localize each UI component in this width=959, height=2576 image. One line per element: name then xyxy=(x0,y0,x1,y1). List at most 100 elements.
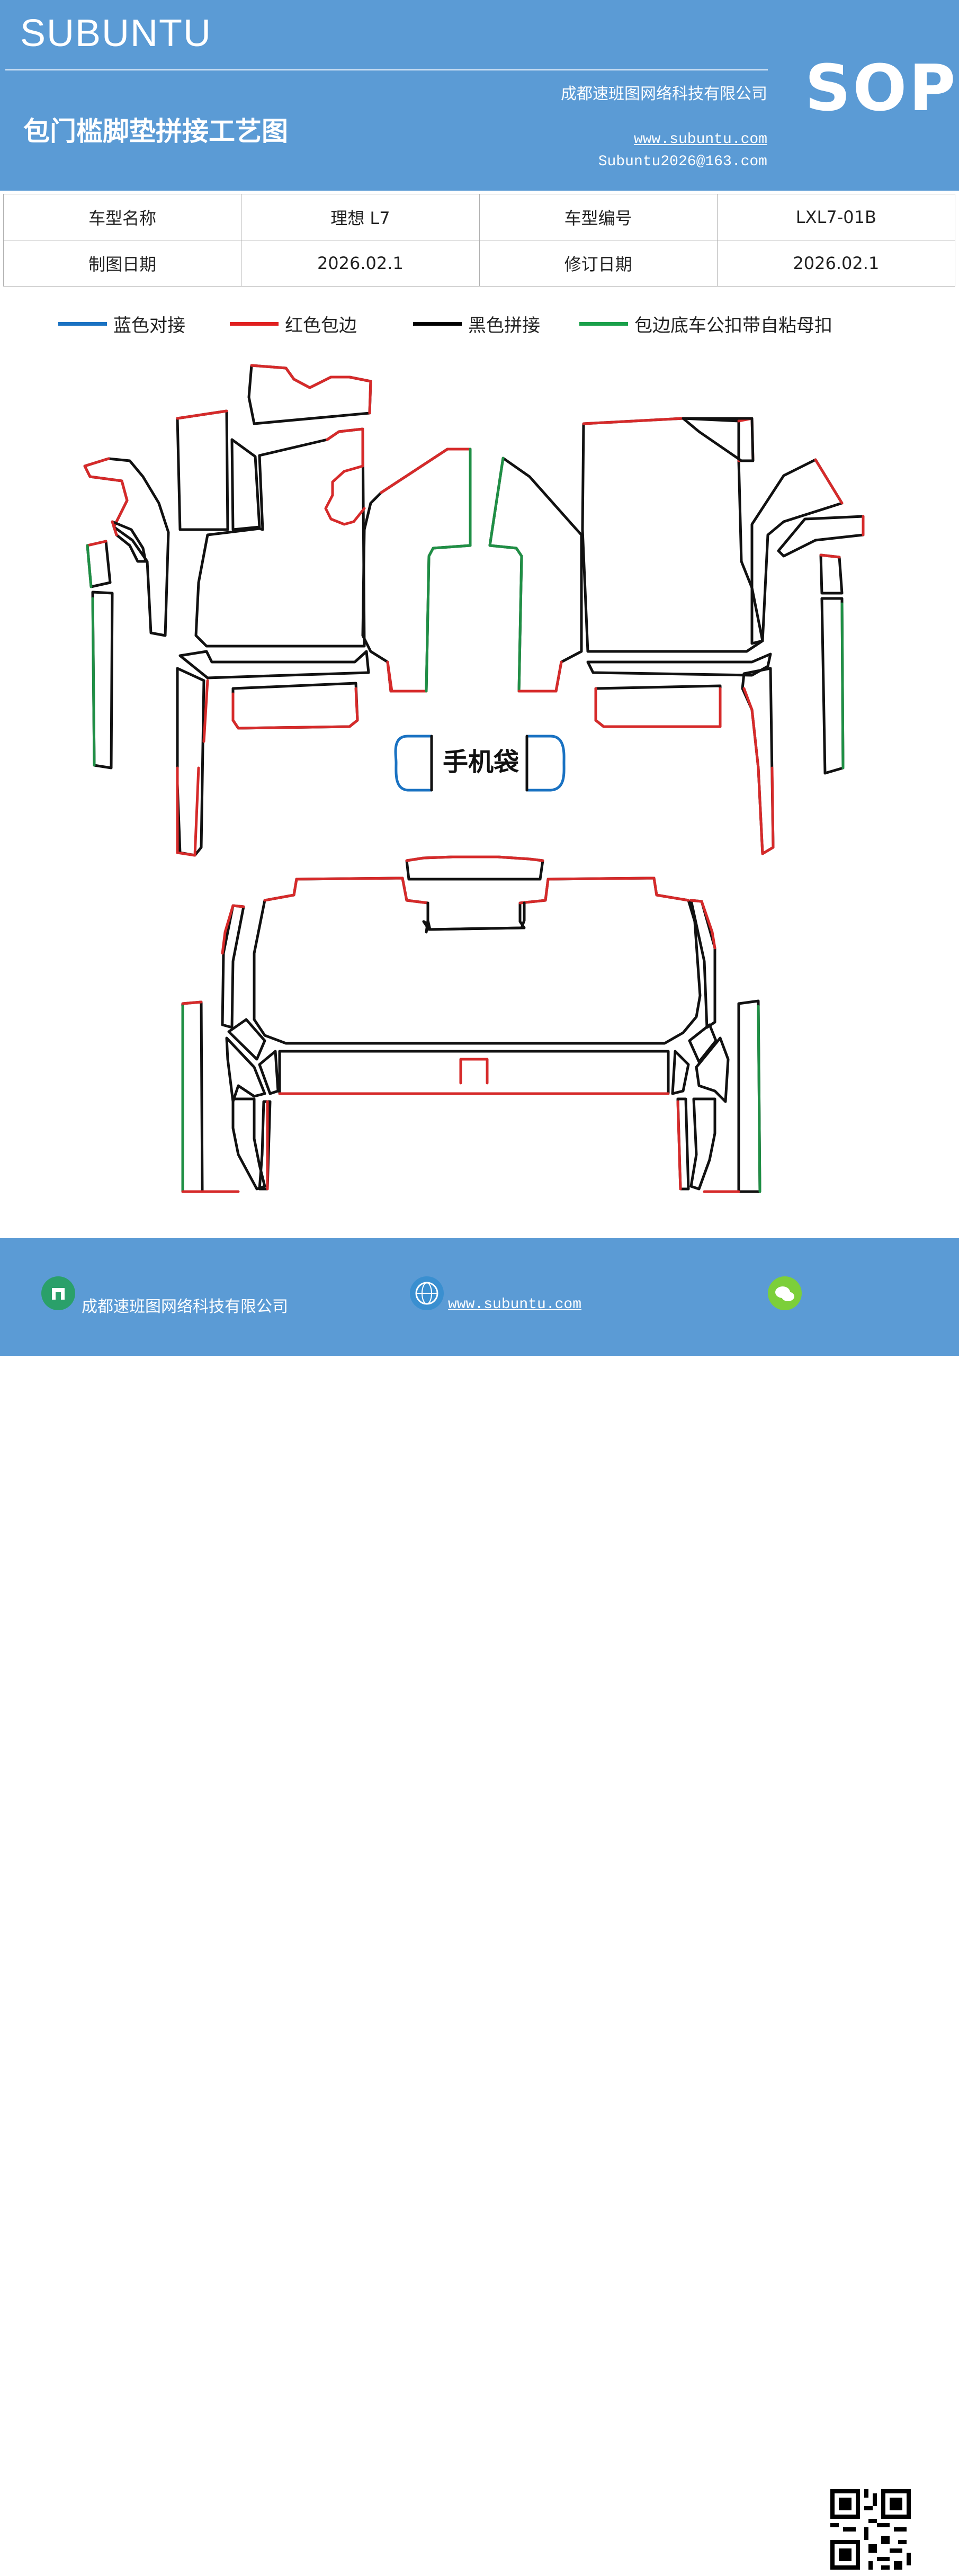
phone-pocket-right xyxy=(525,735,566,792)
table-cell: 理想 L7 xyxy=(241,194,480,240)
mat-piece xyxy=(689,899,716,950)
document-title: 包门槛脚垫拼接工艺图 xyxy=(23,116,288,147)
legend-label: 包边底车公扣带自粘母扣 xyxy=(634,315,832,336)
mat-piece xyxy=(671,1050,690,1095)
globe-icon xyxy=(410,1276,444,1310)
table-cell: LXL7-01B xyxy=(716,194,956,240)
mat-piece xyxy=(695,1036,730,1103)
mat-piece xyxy=(380,448,472,693)
legend-label: 红色包边 xyxy=(285,315,357,336)
mat-piece xyxy=(586,652,772,677)
mat-piece xyxy=(517,660,563,693)
wechat-icon xyxy=(768,1276,802,1310)
mat-piece xyxy=(231,682,359,730)
mat-piece xyxy=(178,650,370,679)
mat-piece xyxy=(742,687,775,855)
mat-piece xyxy=(324,427,366,526)
legend-item-black: 黑色拼接 xyxy=(413,310,540,337)
mat-piece xyxy=(750,458,844,645)
sop-badge: SOP xyxy=(805,52,958,126)
mat-piece xyxy=(814,458,844,505)
mat-piece xyxy=(682,417,755,462)
legend-item-green: 包边底车公扣带自粘母扣 xyxy=(579,310,832,337)
table-cell: 修订日期 xyxy=(479,240,718,287)
mat-piece xyxy=(581,417,764,653)
mat-piece xyxy=(231,1097,266,1191)
legend-swatch xyxy=(230,321,279,326)
mat-piece xyxy=(258,1100,272,1191)
mat-piece xyxy=(459,1058,489,1085)
mat-piece xyxy=(263,876,690,905)
mat-piece xyxy=(86,544,93,588)
mat-piece xyxy=(488,457,523,693)
mat-piece xyxy=(176,667,205,857)
mat-piece xyxy=(689,1097,716,1191)
mat-piece xyxy=(820,597,845,775)
mat-piece xyxy=(230,438,261,531)
mat-piece xyxy=(425,448,472,693)
mat-piece xyxy=(221,904,245,1029)
mat-piece xyxy=(250,364,372,415)
phone-pocket-left xyxy=(394,735,433,792)
mat-piece xyxy=(582,417,755,462)
website-link[interactable]: www.subuntu.com xyxy=(633,131,767,148)
company-name: 成都速班图网络科技有限公司 xyxy=(561,85,767,103)
mat-piece xyxy=(247,364,372,425)
mat-piece xyxy=(194,427,366,648)
mat-piece xyxy=(777,515,865,558)
mat-piece xyxy=(181,1000,240,1193)
building-icon xyxy=(41,1276,75,1310)
mat-piece xyxy=(225,1036,266,1103)
legend-swatch xyxy=(413,321,462,326)
table-cell: 制图日期 xyxy=(3,240,242,287)
legend-item-blue: 蓝色对接 xyxy=(58,310,185,337)
mat-piece xyxy=(819,553,844,595)
mat-piece xyxy=(278,1050,670,1095)
legend-label: 黑色拼接 xyxy=(468,315,540,336)
mat-piece xyxy=(111,520,147,563)
mat-piece xyxy=(676,1100,682,1191)
footer-website-link[interactable]: www.subuntu.com xyxy=(448,1296,582,1313)
mat-piece xyxy=(176,409,229,531)
mat-piece xyxy=(737,999,761,1193)
phone-pocket-label: 手机袋 xyxy=(443,747,519,777)
footer-company-name: 成都速班图网络科技有限公司 xyxy=(82,1298,288,1316)
brand-logo-text: SUBUNTU xyxy=(20,12,212,55)
mat-piece xyxy=(176,679,209,857)
footer-watermark: S速班图 https://www.subuntu.com xyxy=(132,2514,691,2555)
email-address: Subuntu2026@163.com xyxy=(598,154,767,170)
mat-piece xyxy=(426,901,526,931)
mat-piece xyxy=(221,904,245,955)
mat-piece xyxy=(594,684,722,728)
mat-piece xyxy=(361,448,472,693)
mat-piece xyxy=(405,855,544,862)
mat-piece xyxy=(91,591,114,770)
mat-piece xyxy=(227,1018,266,1061)
mat-piece xyxy=(231,687,359,730)
table-cell: 2026.02.1 xyxy=(241,240,480,287)
mat-piece xyxy=(176,409,228,420)
header-divider xyxy=(5,69,768,70)
mat-piece xyxy=(757,1005,761,1193)
header-banner: SUBUNTU 包门槛脚垫拼接工艺图 成都速班图网络科技有限公司 www.sub… xyxy=(0,0,959,191)
table-row: 制图日期 2026.02.1 修订日期 2026.02.1 xyxy=(3,240,956,287)
table-cell: 车型编号 xyxy=(479,194,718,240)
mat-piece xyxy=(488,457,583,693)
mat-piece xyxy=(689,899,716,1029)
floor-mat-diagram: 手机袋 xyxy=(83,364,865,1193)
mat-piece xyxy=(83,457,129,529)
mat-piece xyxy=(181,1000,204,1193)
mat-piece xyxy=(819,553,841,559)
legend-swatch xyxy=(58,321,107,326)
mat-piece xyxy=(86,540,107,547)
mat-piece xyxy=(253,876,702,1045)
table-cell: 车型名称 xyxy=(3,194,242,240)
table-cell: 2026.02.1 xyxy=(716,240,956,287)
mat-piece xyxy=(840,602,845,770)
mat-piece xyxy=(91,597,96,767)
mat-piece xyxy=(258,1050,280,1095)
footer-banner: 成都速班图网络科技有限公司 www.subuntu.com S速班图 https… xyxy=(0,1238,959,2574)
mat-piece xyxy=(83,457,170,637)
legend-swatch xyxy=(579,321,628,326)
mat-piece xyxy=(405,855,544,881)
